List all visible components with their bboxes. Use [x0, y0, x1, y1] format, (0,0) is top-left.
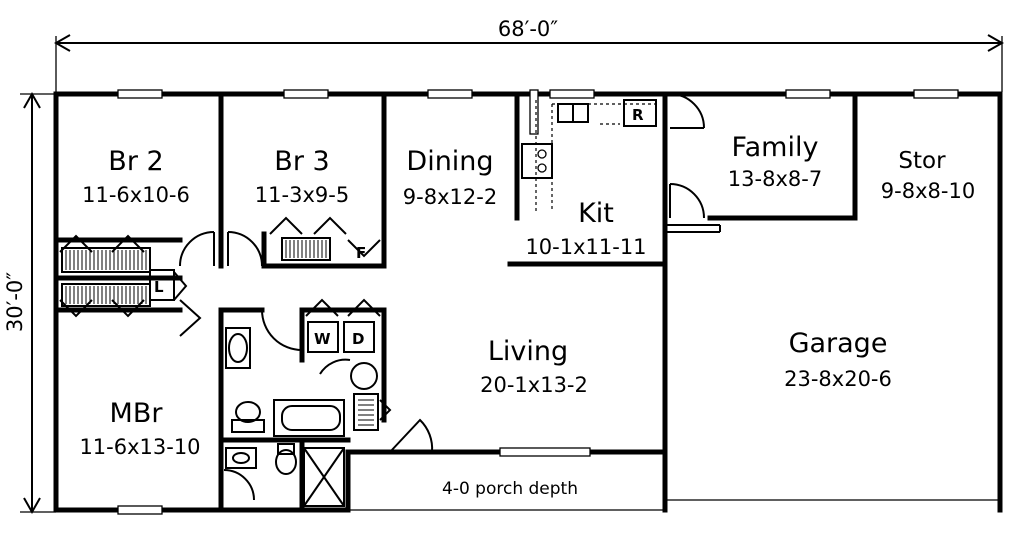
overall-width-label: 68′-0″ — [498, 17, 558, 41]
stor-size: 9-8x8-10 — [881, 179, 975, 203]
dining-size: 9-8x12-2 — [403, 185, 497, 209]
dryer-label: D — [352, 330, 364, 348]
laundry: W D — [307, 321, 375, 353]
br3-size: 11-3x9-5 — [255, 183, 349, 207]
shower-icon — [303, 447, 345, 507]
toilet-icon — [275, 443, 297, 475]
porch-depth-label: 4-0 porch depth — [442, 479, 578, 499]
bathtub-icon — [273, 399, 345, 437]
linen-closet-label: L — [154, 278, 164, 296]
washer-icon — [307, 321, 339, 353]
br2-size: 11-6x10-6 — [82, 183, 190, 207]
kit-name: Kit — [578, 198, 614, 229]
kitchen-counters: R — [521, 99, 660, 212]
living-size: 20-1x13-2 — [480, 373, 588, 397]
furnace-label: F — [356, 244, 366, 262]
family-name: Family — [732, 132, 819, 163]
kit-size: 10-1x11-11 — [525, 235, 646, 259]
closet-shelving — [61, 237, 331, 307]
depth-dimension — [20, 91, 56, 515]
toilet-icon — [231, 401, 265, 433]
mbr-name: MBr — [110, 398, 164, 429]
interior-walls — [53, 91, 858, 513]
family-size: 13-8x8-7 — [728, 167, 822, 191]
living-name: Living — [488, 336, 568, 367]
dining-name: Dining — [406, 146, 493, 177]
dryer-icon — [343, 321, 375, 353]
washer-label: W — [314, 330, 331, 348]
br2-name: Br 2 — [108, 146, 163, 177]
br3-name: Br 3 — [274, 146, 329, 177]
garage-size: 23-8x20-6 — [784, 367, 892, 391]
stor-name: Stor — [898, 148, 946, 174]
width-dimension — [53, 34, 1005, 92]
refrigerator-label: R — [632, 106, 644, 124]
bath-fixtures — [223, 327, 379, 507]
range-icon — [521, 143, 553, 179]
mbr-size: 11-6x13-10 — [79, 435, 200, 459]
overall-depth-label: 30′-0″ — [3, 272, 27, 332]
water-heater-icon — [350, 362, 378, 390]
windows — [117, 89, 959, 515]
refrigerator-icon — [623, 99, 657, 127]
sink-icon — [228, 333, 248, 363]
garage-name: Garage — [789, 328, 888, 359]
